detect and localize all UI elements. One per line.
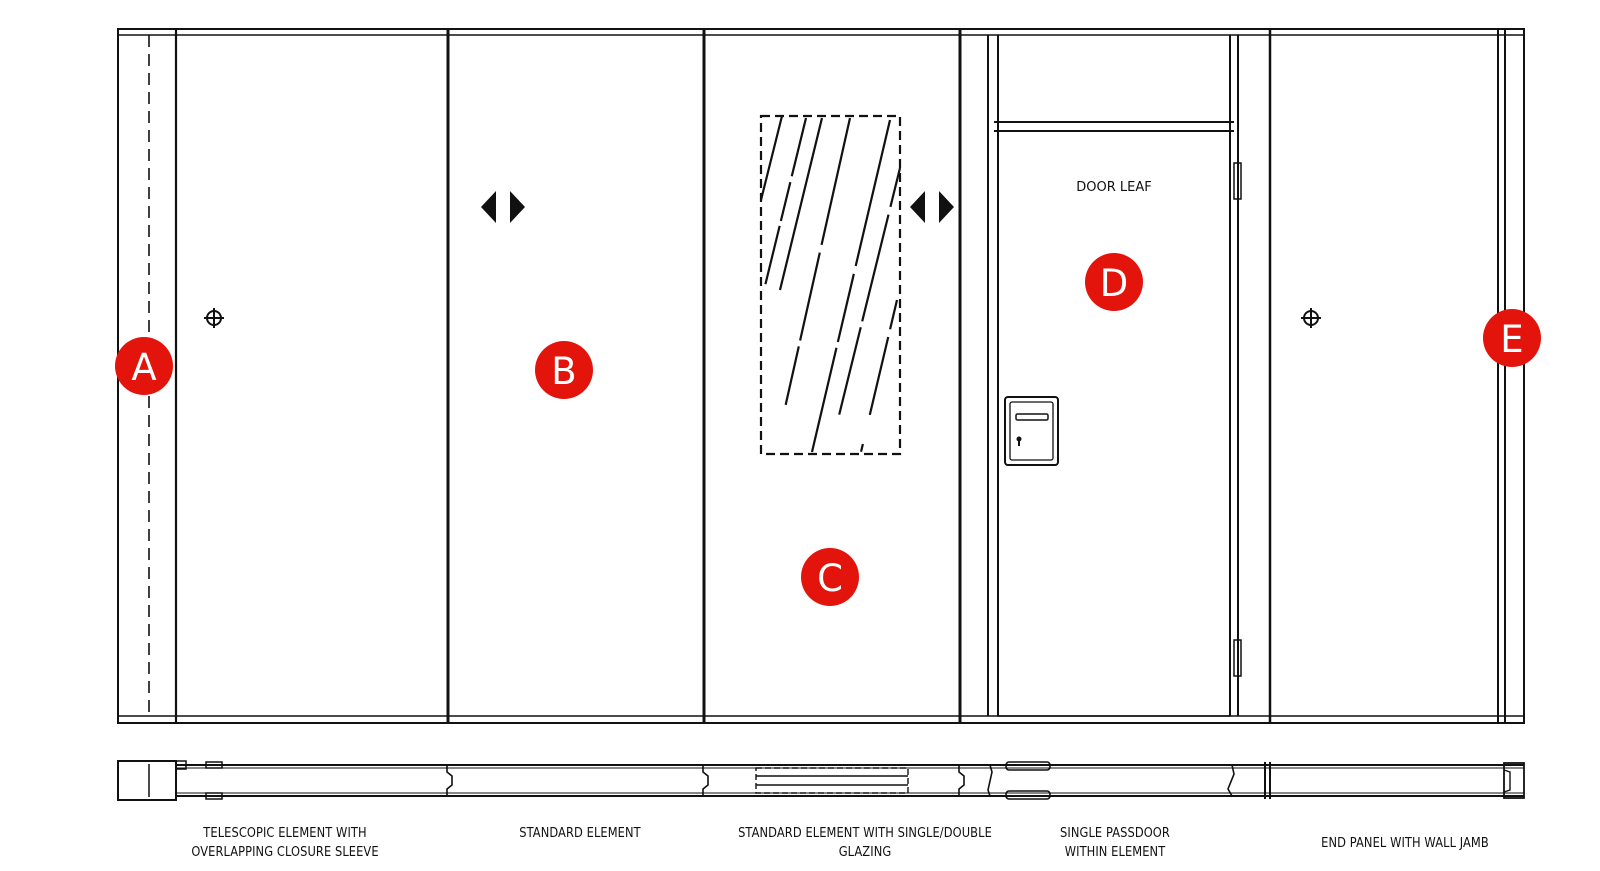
- glazing-hatch-2: [762, 117, 808, 291]
- svg-text:D: D: [1100, 262, 1129, 305]
- plan-joint-1: [446, 765, 453, 796]
- glazing-hatch-4: [774, 117, 852, 449]
- door-leaf: [997, 130, 1231, 717]
- wall-outer-frame: [117, 28, 1525, 724]
- svg-text:B: B: [551, 350, 576, 393]
- double-arrow-icon: [481, 191, 525, 223]
- plan-telescopic-sleeve: [117, 760, 177, 801]
- hinge-bottom: [1233, 639, 1242, 677]
- plan-wall-jamb: [1503, 762, 1525, 799]
- crosshair-icon: [204, 308, 224, 328]
- glazing-hatch-1: [759, 115, 784, 201]
- badge-e: E: [1483, 309, 1541, 367]
- badge-a: A: [115, 337, 173, 395]
- badge-d: D: [1085, 253, 1143, 311]
- plan-joint-2: [702, 765, 709, 796]
- hinge-top: [1233, 162, 1242, 200]
- glazing-hatch-3: [778, 117, 824, 291]
- plan-section: [117, 760, 1525, 801]
- svg-text:A: A: [131, 346, 156, 389]
- door-lock-icon: [1004, 396, 1059, 466]
- glazing-hatch-7: [859, 299, 899, 453]
- glazing-window: [759, 114, 902, 456]
- glazing-frame: [759, 114, 902, 456]
- svg-text:E: E: [1500, 318, 1523, 361]
- plan-joint-3: [958, 765, 965, 796]
- badge-c: C: [801, 548, 859, 606]
- badge-b: B: [535, 341, 593, 399]
- glazing-hatch-6: [828, 167, 902, 453]
- double-arrow-icon: [910, 191, 954, 223]
- caption-end-panel: END PANEL WITH WALL JAMB: [1321, 836, 1489, 851]
- door-leaf-label: DOOR LEAF: [1076, 180, 1151, 195]
- glazing-hatch-5: [810, 119, 892, 453]
- caption-standard-element: STANDARD ELEMENT: [519, 826, 641, 841]
- crosshair-icon: [1301, 308, 1321, 328]
- plan-glazing: [755, 767, 909, 794]
- svg-text:C: C: [817, 557, 843, 600]
